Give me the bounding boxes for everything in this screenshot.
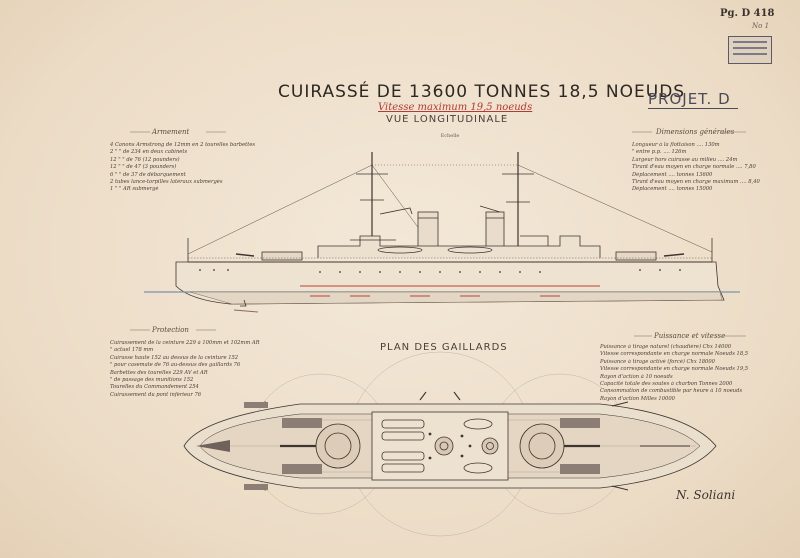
protection-item: " pour casemate de 76 au-dessus des gail… (110, 362, 241, 369)
dimension-item: Déplacement .... tonnes 15000 (632, 186, 713, 193)
machinery-item: Capacité totale des soutes à charbon Ton… (600, 380, 733, 387)
view-elevation-title: VUE LONGITUDINALE (386, 114, 509, 125)
dimension-item: Tirant d'eau moyen en charge maximum ...… (632, 178, 760, 185)
protection-heading: Protection (152, 326, 189, 334)
armament-item: 6 " " de 37 de débarquement (110, 171, 186, 178)
archive-reference: Pg. D 418 (720, 8, 775, 19)
machinery-item: Vitesse correspondante en charge normale… (600, 351, 749, 358)
archive-reference-sub: No 1 (752, 22, 770, 30)
armament-item: 2 " " de 234 en deux cabinets (110, 149, 188, 156)
view-plan-title: PLAN DES GAILLARDS (380, 342, 508, 353)
scale-label: Echelle (440, 133, 460, 139)
ship-plan (183, 351, 717, 537)
dimension-item: Déplacement .... tonnes 13600 (632, 171, 713, 178)
armament-heading: Armement (152, 128, 190, 136)
dimension-item: " entre p.p. .... 126m (632, 149, 687, 156)
dimension-item: Largeur hors cuirasse au milieu .... 24m (632, 156, 738, 163)
dimension-item: Longueur à la flottaison .... 130m (632, 142, 720, 148)
project-label: PROJET. D (648, 90, 738, 109)
machinery-item: Puissance à tirage naturel (chaudière) C… (600, 344, 732, 350)
protection-item: " de passage des munitions 152 (110, 376, 194, 383)
armament-item: 1 " " AR submergé (110, 186, 159, 193)
protection-item: Cuirassement de la ceinture 229 à 100mm … (110, 340, 260, 346)
heading-rules (130, 131, 746, 337)
machinery-list: Puissance à tirage naturel (chaudière) C… (600, 344, 780, 403)
protection-item: Cuirasse haute 152 au dessus de la ceint… (110, 354, 239, 361)
dimensions-heading: Dimensions générales (656, 128, 735, 136)
protection-item: Tourelles du Commandement 254 (110, 384, 199, 391)
machinery-heading: Puissance et vitesse (654, 332, 726, 340)
armament-item: 4 Canons Armstrong de 12mm en 2 tourelle… (110, 142, 256, 148)
armament-item: 12 " " de 76 (12 pounders) (110, 156, 180, 163)
machinery-item: Vitesse correspondante en charge normale… (600, 366, 749, 373)
dimension-item: Tirant d'eau moyen en charge normale ...… (632, 164, 756, 171)
protection-item: Barbettes des tourelles 229 AV et AR (110, 369, 208, 376)
machinery-item: Rayon d'action à 10 noeuds (600, 373, 673, 380)
armament-item: 2 tubes lance-torpilles latéraux submerg… (110, 178, 223, 185)
machinery-item: Puissance à tirage activé (forcé) Chx 18… (600, 358, 715, 365)
max-speed-note: Vitesse maximum 19,5 noeuds (378, 102, 533, 113)
armament-list: 4 Canons Armstrong de 12mm en 2 tourelle… (110, 142, 280, 194)
protection-item: " actuel 178 mm (110, 347, 154, 354)
archive-stamp (728, 36, 772, 64)
protection-item: Cuirassement du pont inférieur 76 (110, 391, 202, 398)
ship-elevation (144, 152, 740, 313)
armament-item: 12 " " de 47 (3 pounders) (110, 164, 177, 171)
protection-list: Cuirassement de la ceinture 229 à 100mm … (110, 340, 300, 399)
document-title: CUIRASSÉ DE 13600 TONNES 18,5 NOEUDS (278, 82, 686, 102)
machinery-item: Consommation de combustible par heure à … (600, 388, 743, 395)
dimensions-list: Longueur à la flottaison .... 130m" entr… (632, 142, 782, 194)
machinery-item: Rayon d'action Milles 10000 (600, 395, 675, 402)
signature: N. Soliani (676, 488, 736, 502)
